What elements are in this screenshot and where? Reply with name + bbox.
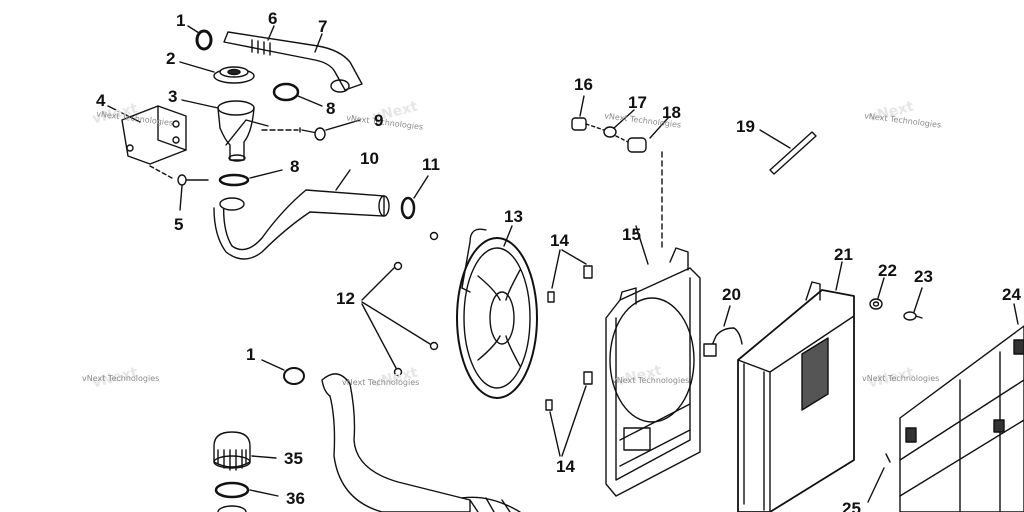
callout-label: 4 bbox=[96, 91, 106, 110]
callout-label: 5 bbox=[174, 215, 184, 234]
watermark-text: vNext Technologies bbox=[862, 374, 940, 383]
callout-label: 35 bbox=[284, 449, 303, 468]
callout-label: 8 bbox=[326, 99, 336, 118]
callout-label: 17 bbox=[628, 93, 647, 112]
hose-clamp-part bbox=[261, 359, 305, 385]
hose-clamp-part bbox=[218, 169, 283, 187]
callout-label: 14 bbox=[550, 231, 569, 250]
screw-part bbox=[903, 287, 923, 321]
radiator-screen-part bbox=[899, 303, 1024, 512]
callout-label: 6 bbox=[268, 9, 278, 28]
callout-label: 13 bbox=[504, 207, 523, 226]
bolt-part bbox=[261, 119, 361, 141]
fan-shroud-part bbox=[605, 151, 701, 497]
callout-label: 3 bbox=[168, 87, 178, 106]
mounting-bracket-part bbox=[107, 105, 187, 179]
temp-sensor-part bbox=[703, 305, 743, 357]
callout-label: 18 bbox=[662, 103, 681, 122]
hose-clamp-part bbox=[187, 25, 213, 51]
callout-label: 21 bbox=[834, 245, 853, 264]
callout-label: 2 bbox=[166, 49, 176, 68]
radiator-part bbox=[737, 261, 855, 512]
callout-label: 9 bbox=[374, 111, 384, 130]
callout-label: 8 bbox=[290, 157, 300, 176]
callout-label: 1 bbox=[246, 345, 256, 364]
fastener-part bbox=[867, 453, 891, 503]
lower-hose-part bbox=[321, 373, 521, 512]
filler-neck-part bbox=[181, 99, 269, 162]
callout-label: 11 bbox=[422, 155, 440, 174]
callout-label: 36 bbox=[286, 489, 305, 508]
fastener-set-part bbox=[361, 231, 439, 377]
callout-label: 14 bbox=[556, 457, 575, 476]
clip-part bbox=[547, 249, 593, 303]
bolt-part bbox=[177, 174, 209, 211]
callout-label: 20 bbox=[722, 285, 741, 304]
fitting-set-part bbox=[571, 95, 669, 153]
callout-label: 15 bbox=[622, 225, 641, 244]
cooling-fan-part bbox=[456, 225, 538, 399]
clip-part bbox=[545, 371, 593, 457]
callout-label: 10 bbox=[360, 149, 379, 168]
tie-strap-part bbox=[759, 129, 817, 175]
watermark-text: vNext Technologies bbox=[612, 376, 690, 385]
callout-label: 7 bbox=[318, 17, 328, 36]
watermark-text: vNext Technologies bbox=[342, 378, 420, 387]
upper-hose-part bbox=[223, 25, 363, 93]
callout-label: 22 bbox=[878, 261, 897, 280]
reservoir-cap-part bbox=[213, 431, 277, 471]
radiator-hose-part bbox=[213, 169, 390, 260]
hose-clamp-part bbox=[400, 175, 429, 220]
washer-part bbox=[869, 277, 885, 310]
watermark-text: vNext Technologies bbox=[82, 374, 160, 383]
callout-label: 19 bbox=[736, 117, 755, 136]
callout-label: 1 bbox=[176, 11, 186, 30]
callout-label: 24 bbox=[1002, 285, 1021, 304]
radiator-cap-part bbox=[179, 61, 255, 84]
callout-label: 25 bbox=[842, 500, 861, 512]
gasket-part bbox=[214, 481, 279, 512]
callout-label: 16 bbox=[574, 75, 593, 94]
callout-label: 23 bbox=[914, 267, 933, 286]
callout-label: 12 bbox=[336, 289, 355, 308]
hose-clamp-part bbox=[272, 82, 323, 107]
